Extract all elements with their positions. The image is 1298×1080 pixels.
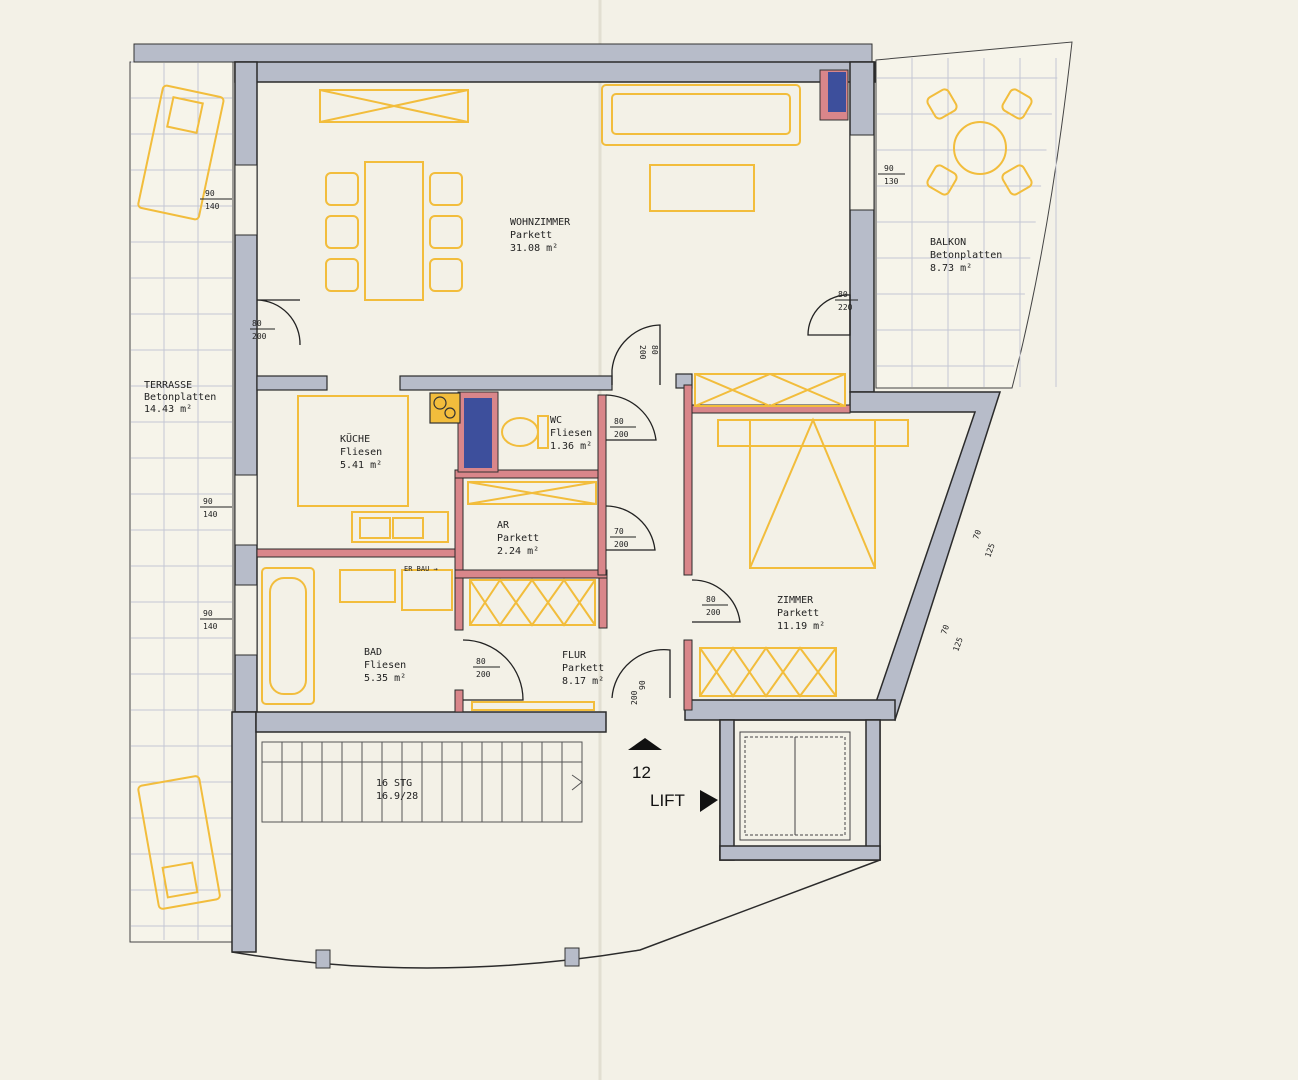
svg-text:80: 80 (476, 657, 486, 666)
wohnzimmer-area: 31.08 m² (510, 243, 558, 254)
svg-text:200: 200 (706, 608, 721, 617)
wohnzimmer-name: WOHNZIMMER (510, 217, 571, 228)
svg-text:90: 90 (638, 680, 647, 690)
svg-text:70: 70 (614, 527, 624, 536)
svg-text:140: 140 (205, 202, 220, 211)
svg-text:220: 220 (838, 303, 853, 312)
balkon-area: 8.73 m² (930, 263, 972, 274)
lift-arrow-icon (700, 790, 718, 812)
entry-marker (628, 738, 662, 750)
lift-label: LIFT (650, 791, 685, 810)
svg-text:140: 140 (203, 622, 218, 631)
door-swings (256, 294, 851, 701)
svg-text:80: 80 (706, 595, 716, 604)
svg-text:200: 200 (630, 690, 639, 705)
wc-name: WC (550, 415, 562, 426)
svg-text:90: 90 (203, 497, 213, 506)
ar-floor: Parkett (497, 533, 539, 544)
svg-text:200: 200 (638, 345, 647, 360)
svg-text:200: 200 (614, 430, 629, 439)
kueche-floor: Fliesen (340, 447, 382, 458)
svg-text:70: 70 (971, 528, 983, 540)
terrasse-area: 14.43 m² (144, 404, 192, 415)
svg-text:90: 90 (203, 609, 213, 618)
terrasse-name: TERRASSE (144, 380, 192, 391)
svg-text:90: 90 (205, 189, 215, 198)
ar-name: AR (497, 520, 510, 531)
svg-text:80: 80 (614, 417, 624, 426)
entry-number: 12 (632, 763, 651, 782)
terrasse-area (129, 61, 234, 943)
svg-text:200: 200 (614, 540, 629, 549)
svg-text:200: 200 (252, 332, 267, 341)
balkon-table-set (926, 88, 1033, 196)
top-parapet (133, 43, 873, 63)
partition-walls (256, 384, 851, 713)
staircase (261, 741, 583, 823)
window-openings (234, 134, 875, 656)
cooktop (429, 392, 461, 424)
bad-area: 5.35 m² (364, 673, 406, 684)
flur-area: 8.17 m² (562, 676, 604, 687)
chimney-shafts (457, 69, 849, 473)
svg-text:80: 80 (838, 290, 848, 299)
svg-text:80: 80 (650, 345, 659, 355)
zimmer-name: ZIMMER (777, 595, 814, 606)
stairs-steps: 16 STG (376, 778, 412, 789)
furniture (261, 84, 909, 711)
svg-text:125: 125 (951, 636, 964, 653)
er-bau-note: ER BAU → (404, 565, 438, 573)
zimmer-floor: Parkett (777, 608, 819, 619)
svg-text:80: 80 (252, 319, 262, 328)
column (564, 947, 580, 967)
balkon-floor: Betonplatten (930, 250, 1002, 261)
stairs-ratio: 16.9/28 (376, 791, 418, 802)
svg-text:130: 130 (884, 177, 899, 186)
svg-text:200: 200 (476, 670, 491, 679)
interior-walls (256, 373, 693, 391)
balkon-name: BALKON (930, 237, 966, 248)
svg-text:140: 140 (203, 510, 218, 519)
kueche-area: 5.41 m² (340, 460, 382, 471)
wc-floor: Fliesen (550, 428, 592, 439)
ar-area: 2.24 m² (497, 546, 539, 557)
column (315, 949, 331, 969)
wohnzimmer-floor: Parkett (510, 230, 552, 241)
bad-floor: Fliesen (364, 660, 406, 671)
bad-name: BAD (364, 647, 382, 658)
wc-area: 1.36 m² (550, 441, 592, 452)
terrasse-floor: Betonplatten (144, 392, 216, 403)
flur-name: FLUR (562, 650, 587, 661)
flur-floor: Parkett (562, 663, 604, 674)
kueche-name: KÜCHE (340, 432, 370, 445)
zimmer-area: 11.19 m² (777, 621, 825, 632)
svg-text:90: 90 (884, 164, 894, 173)
landing-edge (231, 859, 881, 969)
balkon-area (875, 41, 1073, 389)
svg-text:125: 125 (983, 542, 996, 559)
svg-text:70: 70 (939, 623, 951, 635)
lift-shaft (739, 731, 851, 841)
